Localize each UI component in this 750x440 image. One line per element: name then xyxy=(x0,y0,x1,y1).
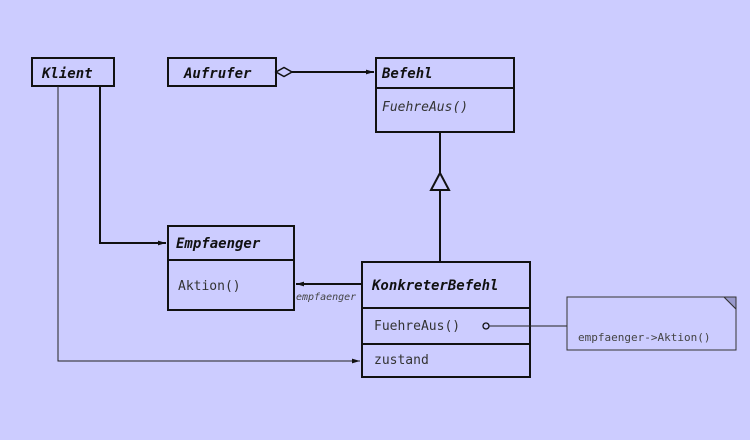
aggregation-aufrufer-befehl[interactable] xyxy=(274,66,374,78)
note-connector[interactable] xyxy=(482,322,567,330)
class-befehl[interactable]: Befehl FuehreAus() xyxy=(375,57,515,133)
aggregation-diamond xyxy=(274,66,294,78)
note-anchor-circle xyxy=(482,322,490,330)
class-konkreter-befehl-name: KonkreterBefehl xyxy=(371,278,498,294)
note-fold-icon xyxy=(722,296,737,311)
generalization-konkreter-befehl-befehl[interactable] xyxy=(429,132,451,262)
association-klient-empfaenger-line xyxy=(99,86,166,246)
class-klient-name: Klient xyxy=(41,66,93,82)
class-konkreter-befehl-attribute: zustand xyxy=(374,353,429,368)
note[interactable]: empfaenger->Aktion() xyxy=(566,296,737,351)
class-aufrufer-name: Aufrufer xyxy=(183,66,252,82)
association-klient-konkreter-befehl-line xyxy=(57,86,360,364)
class-empfaenger[interactable]: Empfaenger Aktion() xyxy=(167,225,295,311)
association-klient-empfaenger[interactable] xyxy=(99,86,166,246)
class-aufrufer[interactable]: Aufrufer xyxy=(167,57,277,87)
generalization-triangle xyxy=(429,170,451,191)
class-empfaenger-name: Empfaenger xyxy=(176,236,261,252)
class-befehl-name: Befehl xyxy=(381,66,433,82)
association-role-label: empfaenger xyxy=(296,292,356,303)
class-befehl-operation: FuehreAus() xyxy=(382,100,468,115)
note-text: empfaenger->Aktion() xyxy=(578,331,710,344)
class-klient[interactable]: Klient xyxy=(31,57,115,87)
class-konkreter-befehl[interactable]: KonkreterBefehl FuehreAus() zustand xyxy=(361,261,531,378)
association-klient-konkreter-befehl[interactable] xyxy=(57,86,360,364)
association-konkreter-befehl-empfaenger[interactable]: empfaenger xyxy=(296,281,362,303)
note-box xyxy=(566,296,737,351)
class-empfaenger-operation: Aktion() xyxy=(178,279,241,294)
class-konkreter-befehl-operation: FuehreAus() xyxy=(374,319,460,334)
